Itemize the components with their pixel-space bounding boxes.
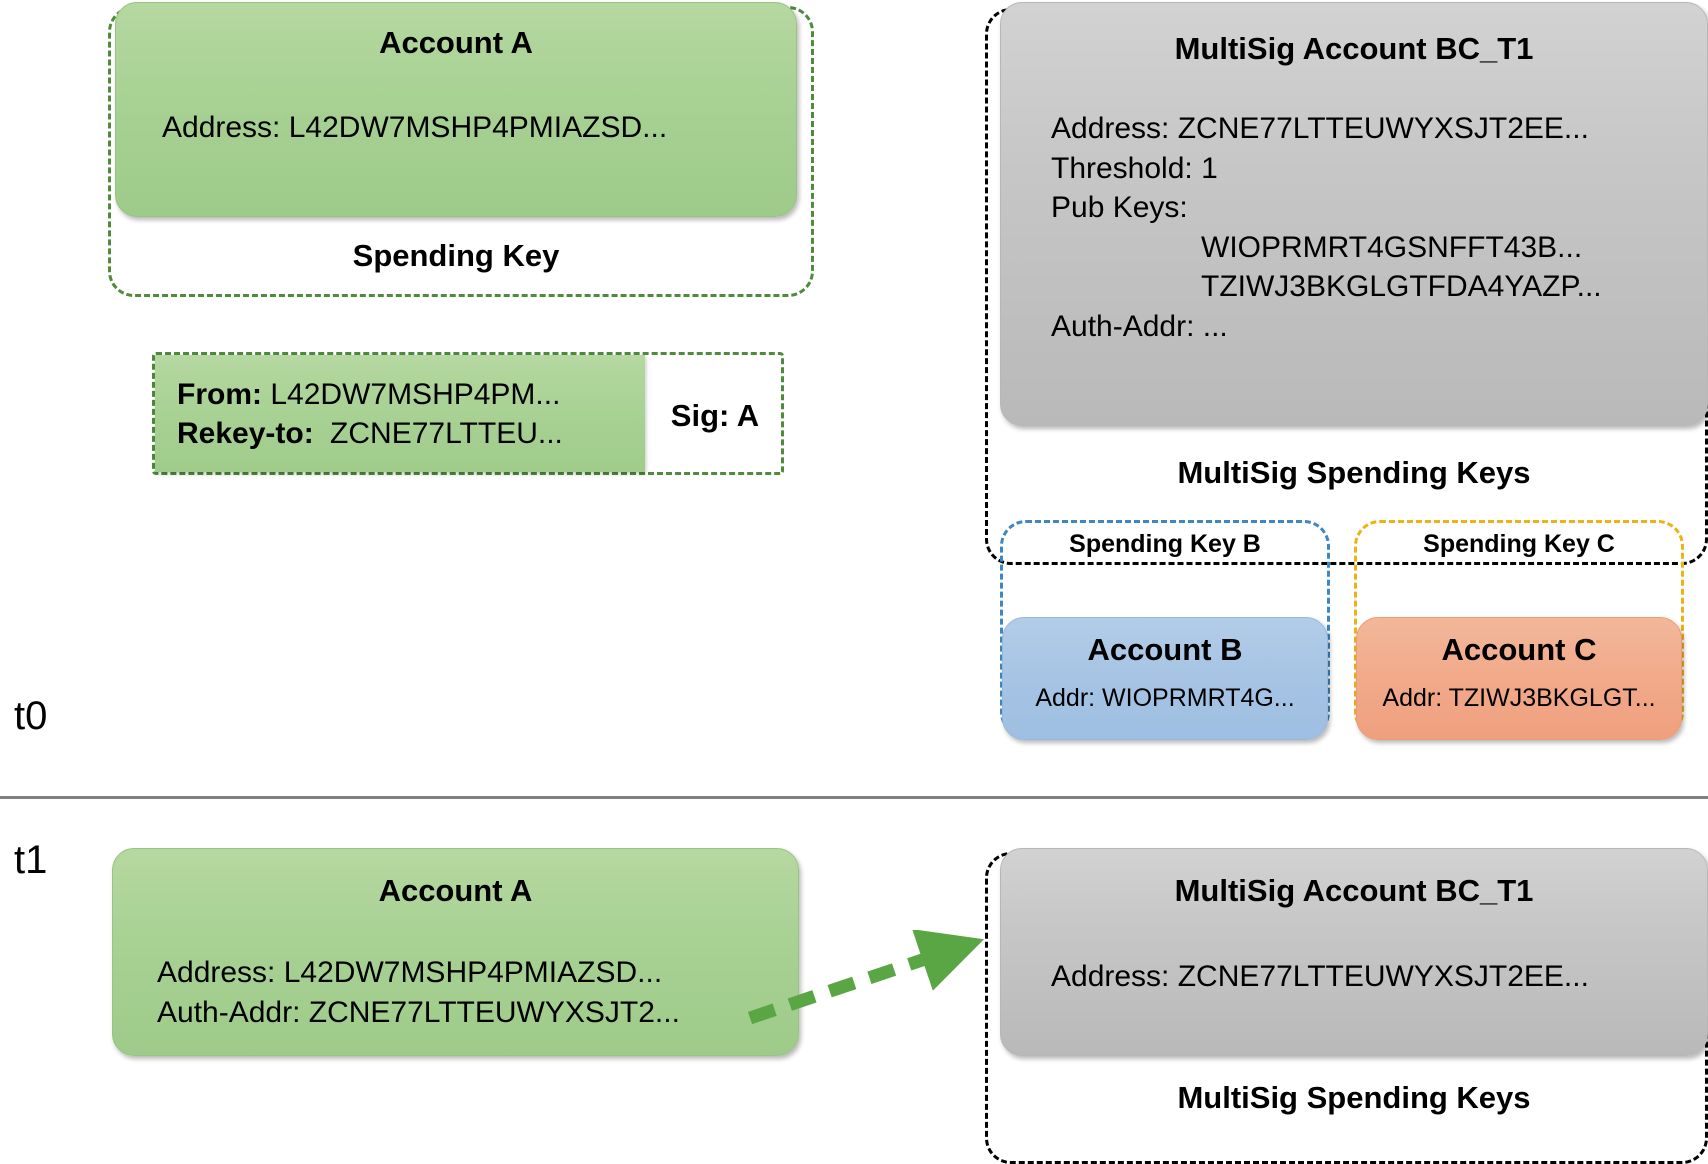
multisig-address-t1: Address: ZCNE77LTTEUWYXSJT2EE... [1051, 960, 1589, 993]
transaction-signature: Sig: A [670, 398, 760, 433]
transaction-from-label: From: [177, 377, 262, 411]
timeline-divider [0, 796, 1708, 799]
multisig-pubkeys-label: Pub Keys: [1051, 191, 1188, 225]
transaction-container [152, 352, 784, 475]
multisig-pubkey-2: TZIWJ3BKGLGTFDA4YAZP... [1201, 270, 1602, 304]
account-a-address-t1: Address: L42DW7MSHP4PMIAZSD... [157, 956, 663, 989]
transaction-from-value: L42DW7MSHP4PM... [270, 377, 561, 411]
time-label-t0: t0 [14, 694, 48, 738]
multisig-address: Address: ZCNE77LTTEUWYXSJT2EE... [1051, 112, 1589, 145]
account-c-title: Account C [1441, 632, 1597, 667]
account-c-address: Addr: TZIWJ3BKGLGT... [1382, 684, 1656, 712]
transaction-fields: From: L42DW7MSHP4PM... Rekey-to: ZCNE77L… [155, 355, 645, 472]
account-b-address: Addr: WIOPRMRT4G... [1035, 684, 1295, 712]
multisig-spending-keys-label-t1: MultiSig Spending Keys [1177, 1080, 1531, 1115]
multisig-spending-keys-label: MultiSig Spending Keys [1177, 455, 1531, 490]
transaction-rekey-label: Rekey-to: [177, 416, 314, 450]
account-a-card: Account A Address: L42DW7MSHP4PMIAZSD... [115, 2, 797, 217]
account-a-address: Address: L42DW7MSHP4PMIAZSD... [162, 111, 668, 144]
transaction-rekey-value: ZCNE77LTTEU... [330, 416, 563, 450]
spending-key-b-label: Spending Key B [1069, 530, 1261, 558]
account-c-card: Account C Addr: TZIWJ3BKGLGT... [1356, 617, 1682, 740]
transaction-from-line: From: L42DW7MSHP4PM... [155, 375, 645, 414]
account-a-title-t1: Account A [378, 873, 533, 908]
rekey-arrow [747, 930, 985, 1025]
account-a-card-t1: Account A Address: L42DW7MSHP4PMIAZSD...… [112, 848, 799, 1056]
multisig-title-t1: MultiSig Account BC_T1 [1174, 873, 1534, 908]
multisig-threshold: Threshold: 1 [1051, 151, 1218, 185]
transaction-rekey-line: Rekey-to: ZCNE77LTTEU... [155, 414, 645, 453]
multisig-auth-addr: Auth-Addr: ... [1051, 309, 1228, 343]
multisig-title: MultiSig Account BC_T1 [1174, 31, 1534, 66]
account-a-auth-addr-t1: Auth-Addr: ZCNE77LTTEUWYXSJT2... [157, 995, 680, 1029]
account-a-title: Account A [379, 25, 533, 60]
multisig-account-card: MultiSig Account BC_T1 Address: ZCNE77LT… [1000, 2, 1708, 426]
account-b-title: Account B [1087, 632, 1243, 667]
account-a-spending-key-label: Spending Key [352, 238, 560, 273]
multisig-pubkey-1: WIOPRMRT4GSNFFT43B... [1201, 230, 1583, 264]
multisig-account-card-t1: MultiSig Account BC_T1 Address: ZCNE77LT… [1000, 848, 1708, 1056]
account-b-card: Account B Addr: WIOPRMRT4G... [1002, 617, 1328, 740]
spending-key-c-label: Spending Key C [1423, 530, 1615, 558]
time-label-t1: t1 [14, 838, 48, 882]
